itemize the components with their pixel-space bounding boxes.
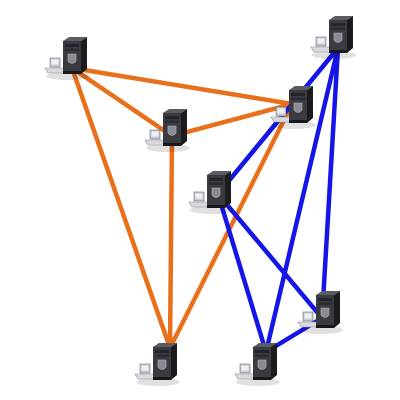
nodes-layer bbox=[44, 16, 356, 386]
desktop-computer-icon bbox=[144, 109, 190, 152]
computer-node-n2[interactable] bbox=[310, 16, 356, 59]
link-n1-n4 bbox=[69, 65, 295, 107]
link-n1-n7 bbox=[69, 65, 173, 351]
desktop-computer-icon bbox=[297, 291, 343, 334]
link-n2-n6 bbox=[319, 45, 341, 321]
link-n1-n3 bbox=[69, 65, 175, 139]
computer-node-n4[interactable] bbox=[270, 86, 316, 129]
computer-node-n3[interactable] bbox=[144, 109, 190, 152]
link-n4-n7 bbox=[167, 101, 295, 351]
link-n3-n7 bbox=[167, 133, 175, 351]
desktop-computer-icon bbox=[44, 37, 90, 80]
desktop-computer-icon bbox=[310, 16, 356, 59]
desktop-computer-icon bbox=[188, 171, 234, 214]
desktop-computer-icon bbox=[234, 343, 280, 386]
computer-node-n6[interactable] bbox=[297, 291, 343, 334]
link-n5-n8 bbox=[215, 191, 269, 355]
desktop-computer-icon bbox=[134, 343, 180, 386]
link-n2-n8 bbox=[263, 45, 341, 355]
computer-node-n8[interactable] bbox=[234, 343, 280, 386]
computer-node-n7[interactable] bbox=[134, 343, 180, 386]
link-n5-n6 bbox=[215, 191, 325, 321]
link-n3-n4 bbox=[169, 101, 295, 139]
computer-node-n5[interactable] bbox=[188, 171, 234, 214]
desktop-computer-icon bbox=[270, 86, 316, 129]
computer-node-n1[interactable] bbox=[44, 37, 90, 80]
